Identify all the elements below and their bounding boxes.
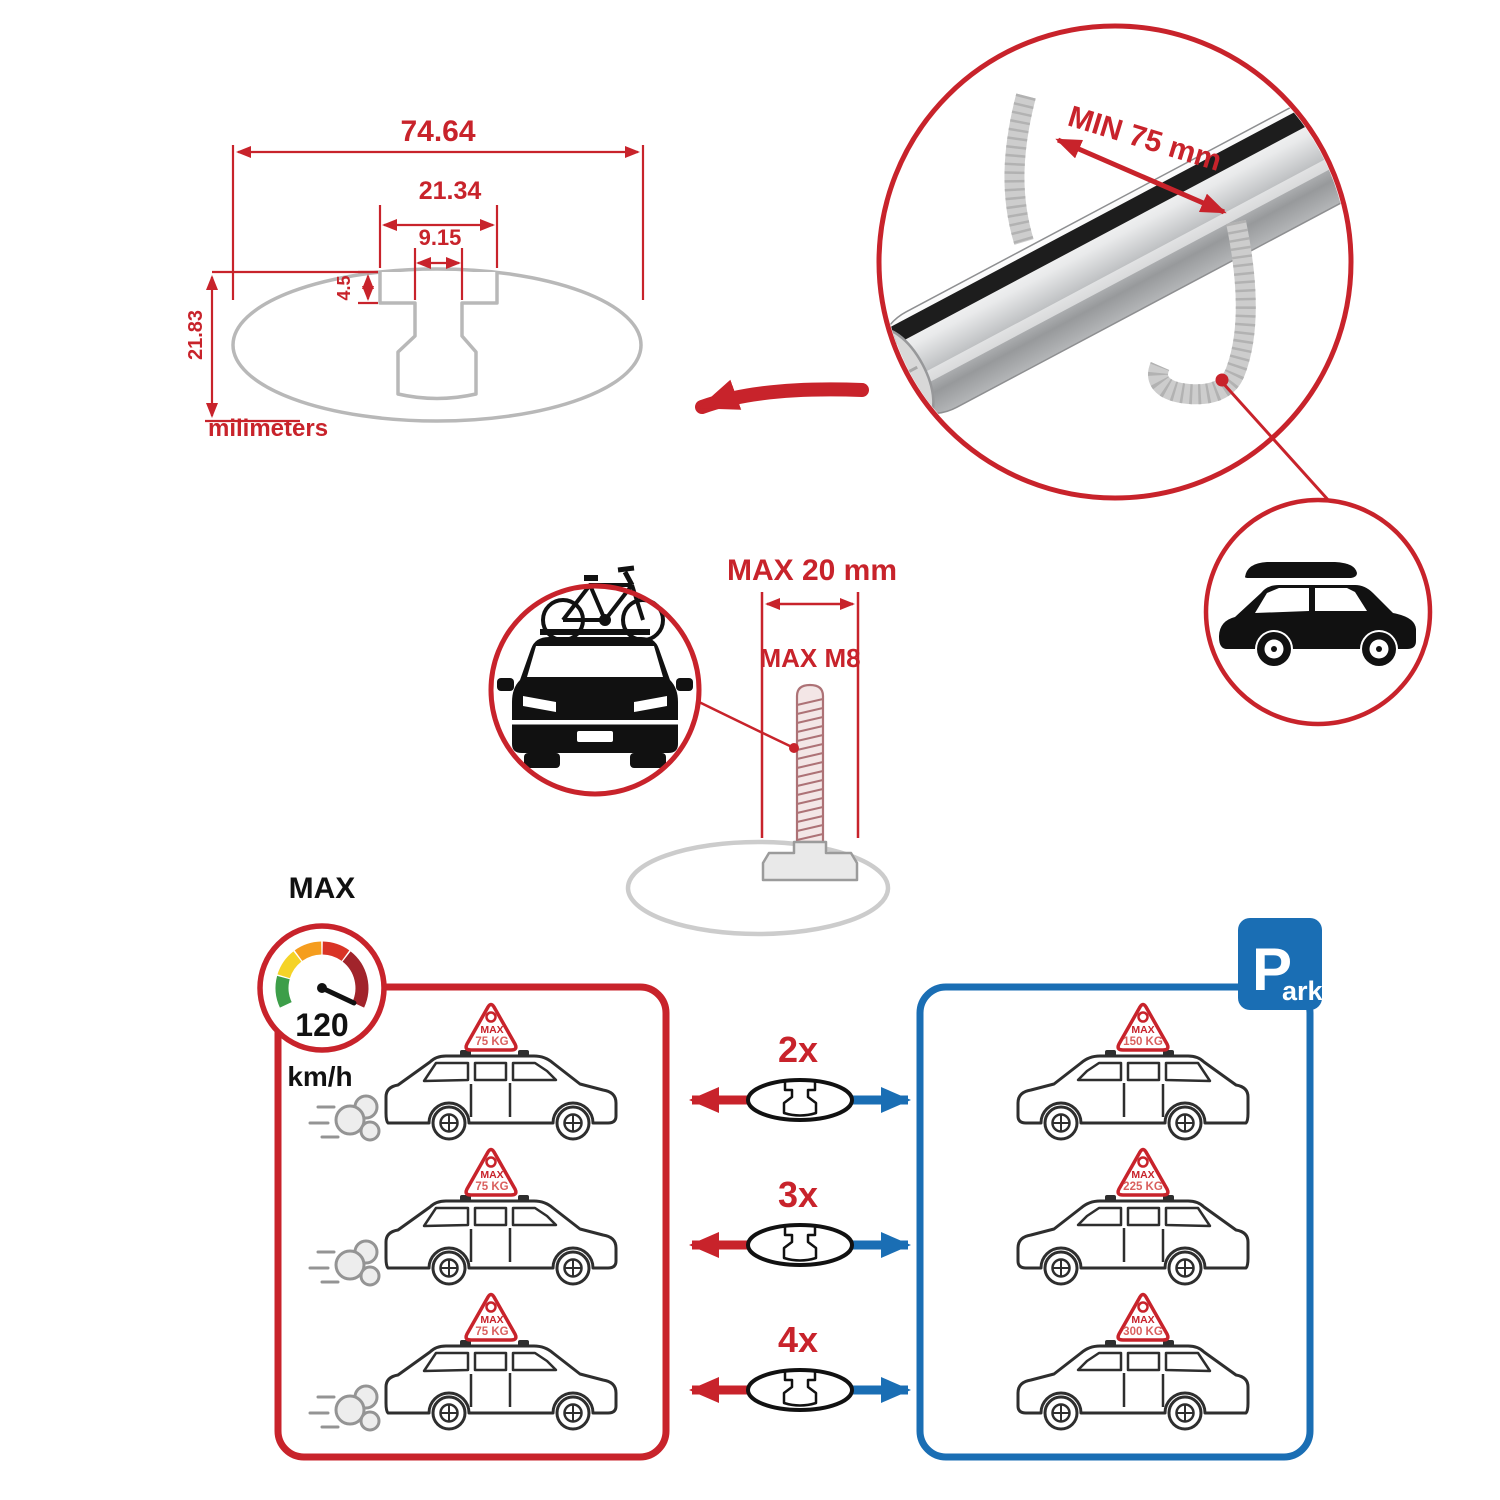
crossbar-section-icon — [746, 1078, 854, 1122]
speed-limit-gauge: MAX 120 km/h — [257, 872, 387, 1092]
strap-anchor-dot — [1215, 373, 1229, 387]
bar-count-row: 2x — [689, 1029, 911, 1122]
park-sign-plate — [1238, 918, 1322, 1010]
load-sign-weight: 75 KG — [475, 1181, 508, 1193]
bar-count-label: 2x — [778, 1029, 818, 1070]
dim-slot-width — [413, 248, 464, 300]
max-length-label: MAX 20 mm — [727, 554, 897, 587]
mount-strap-left — [1004, 93, 1036, 245]
load-sign-weight: 75 KG — [475, 1036, 508, 1048]
speed-units: km/h — [287, 1061, 352, 1092]
cross-section-diagram: 74.64 21.34 9.15 4.5 21.83 mili — [185, 115, 645, 442]
bolt-diagram: MAX 20 mm MAX M8 — [625, 554, 897, 937]
load-sign-title: MAX — [480, 1314, 503, 1326]
crossbar-section-icon — [746, 1223, 854, 1267]
bolt-dimension-lines — [760, 592, 860, 838]
bar-profile-channel — [378, 272, 499, 401]
gauge-needle — [319, 985, 357, 1006]
dim-total-height-label: 21.83 — [185, 310, 207, 360]
roofbox-car-badge — [1203, 497, 1433, 727]
bar-closeup: MIN 75 mm — [876, 23, 1354, 501]
parked-panel: MAX 150 KG MAX 225 KG MAX 300 KG — [1016, 1002, 1250, 1431]
driving-car-row: MAX 75 KG — [308, 1147, 618, 1287]
bar-count-rows: 2x 3x 4x — [689, 1029, 911, 1412]
driving-car-row: MAX 75 KG — [308, 1292, 618, 1432]
pointer-arrow-icon — [695, 379, 869, 414]
dim-total-height — [205, 270, 378, 423]
load-sign-title: MAX — [1131, 1169, 1154, 1181]
dim-slot-width-label: 9.15 — [419, 225, 462, 250]
parked-car-row: MAX 150 KG — [1016, 1002, 1250, 1141]
load-sign-weight: 300 KG — [1123, 1326, 1163, 1338]
parked-car-row: MAX 300 KG — [1016, 1292, 1250, 1431]
dim-step-depth-label: 4.5 — [334, 275, 354, 300]
dim-channel-width — [378, 205, 499, 268]
bike-car-badge — [488, 565, 702, 797]
dim-total-width-label: 74.64 — [400, 115, 475, 148]
driving-car-row: MAX 75 KG — [308, 1002, 618, 1142]
bike-badge-circle — [488, 583, 702, 797]
load-sign-title: MAX — [480, 1169, 503, 1181]
load-sign-title: MAX — [1131, 1314, 1154, 1326]
driving-panel: MAX 75 KG MAX 75 KG MAX 75 KG — [308, 1002, 618, 1432]
parked-car-row: MAX 225 KG — [1016, 1147, 1250, 1286]
load-sign-weight: 150 KG — [1123, 1036, 1163, 1048]
park-sign: P ark — [1238, 918, 1324, 1010]
car-front-icon — [497, 629, 693, 768]
speed-value: 120 — [295, 1007, 348, 1043]
mount-strap-right — [1148, 219, 1256, 405]
load-sign-weight: 225 KG — [1123, 1181, 1163, 1193]
dim-channel-width-label: 21.34 — [419, 177, 482, 205]
t-bolt-icon — [761, 683, 859, 882]
bar-count-row: 3x — [689, 1174, 911, 1267]
roofbox-suv-icon — [1219, 562, 1416, 666]
bar-count-row: 4x — [689, 1319, 911, 1412]
load-sign-title: MAX — [1131, 1024, 1154, 1036]
park-sign-suffix: ark — [1282, 976, 1324, 1006]
bar-count-label: 3x — [778, 1174, 818, 1215]
badge-connector-line — [698, 700, 793, 749]
load-sign-weight: 75 KG — [475, 1326, 508, 1338]
closeup-connector-line — [1220, 380, 1332, 504]
max-thread-label: MAX M8 — [759, 643, 860, 673]
park-sign-letter: P — [1252, 936, 1292, 1003]
units-label: milimeters — [208, 415, 328, 442]
bar-count-label: 4x — [778, 1319, 818, 1360]
gauge-hub — [317, 983, 327, 993]
crossbar-section-icon — [746, 1368, 854, 1412]
speed-max-label: MAX — [289, 872, 356, 905]
gauge-arcs — [275, 941, 369, 1008]
dim-total-width — [231, 145, 645, 300]
load-sign-title: MAX — [480, 1024, 503, 1036]
bolt-anchor-dot — [789, 743, 799, 753]
min-span-arrow-icon — [1055, 137, 1227, 215]
